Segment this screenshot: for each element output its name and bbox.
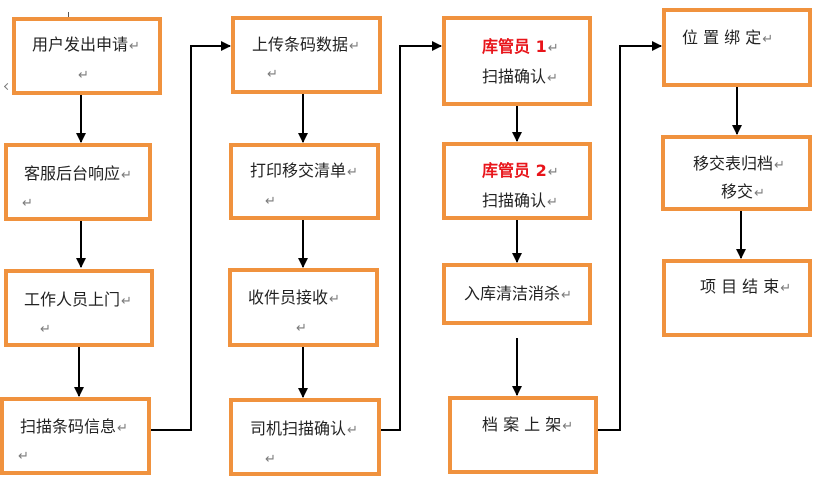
- paragraph-mark: ↵: [18, 449, 29, 464]
- node-staff-visit: 工作人员上门↵ ↵: [4, 269, 154, 347]
- node-driver-confirm: 司机扫描确认↵ ↵: [229, 398, 381, 476]
- node-service-respond: 客服后台响应↵ ↵: [4, 143, 152, 221]
- node-upload-barcode: 上传条码数据↵ ↵: [231, 16, 382, 94]
- paragraph-mark: ↵: [265, 194, 276, 209]
- stray-tick-mark: [68, 12, 69, 20]
- node-clean: 入库清洁消杀↵: [442, 263, 592, 325]
- node-clean-label: 入库清洁消杀: [464, 284, 561, 303]
- node-scan-barcode-label: 扫描条码信息: [20, 417, 117, 436]
- arrow-scan-to-upload: [151, 41, 231, 431]
- node-user-apply: 用户发出申请↵ ↵: [12, 17, 162, 95]
- paragraph-mark: ↵: [265, 452, 276, 467]
- node-keeper2: 库管员 2↵ 扫描确认↵: [442, 142, 592, 220]
- node-print-list: 打印移交清单↵ ↵: [229, 143, 380, 220]
- node-courier-receive-label: 收件员接收: [248, 288, 329, 307]
- node-bind-location: 位 置 绑 定↵: [662, 8, 812, 87]
- node-keeper1-label: 库管员 1: [482, 37, 547, 56]
- node-keeper1: 库管员 1↵ 扫描确认↵: [442, 16, 592, 106]
- node-user-apply-label: 用户发出申请: [32, 35, 129, 54]
- paragraph-mark: ↵: [267, 67, 278, 82]
- node-project-end-label: 项 目 结 束: [700, 277, 780, 296]
- paragraph-mark: ↵: [78, 68, 89, 83]
- node-archive-list-sublabel: 移交: [721, 182, 754, 201]
- node-shelve: 档 案 上 架↵: [448, 396, 598, 474]
- node-bind-location-label: 位 置 绑 定: [682, 28, 762, 47]
- node-service-respond-label: 客服后台响应: [24, 164, 121, 183]
- paragraph-mark: ↵: [40, 322, 51, 337]
- node-project-end: 项 目 结 束↵: [662, 259, 812, 337]
- node-scan-barcode: 扫描条码信息↵ ↵: [0, 397, 151, 475]
- arrow-driver-to-keeper1: [381, 41, 442, 431]
- node-keeper2-sublabel: 扫描确认: [482, 191, 547, 210]
- node-staff-visit-label: 工作人员上门: [24, 290, 121, 309]
- node-archive-list-label: 移交表归档: [693, 154, 774, 173]
- node-keeper2-label: 库管员 2: [482, 161, 547, 180]
- node-keeper1-sublabel: 扫描确认: [482, 67, 547, 86]
- node-upload-barcode-label: 上传条码数据: [252, 35, 349, 54]
- paragraph-mark: ↵: [22, 196, 33, 211]
- node-print-list-label: 打印移交清单: [250, 161, 347, 180]
- node-archive-list: 移交表归档↵ 移交↵: [661, 135, 812, 211]
- node-driver-confirm-label: 司机扫描确认: [250, 419, 347, 438]
- node-shelve-label: 档 案 上 架: [482, 415, 562, 434]
- paragraph-mark: ↵: [296, 321, 307, 336]
- arrow-shelve-to-bind: [598, 41, 662, 431]
- node-courier-receive: 收件员接收↵ ↵: [228, 268, 379, 347]
